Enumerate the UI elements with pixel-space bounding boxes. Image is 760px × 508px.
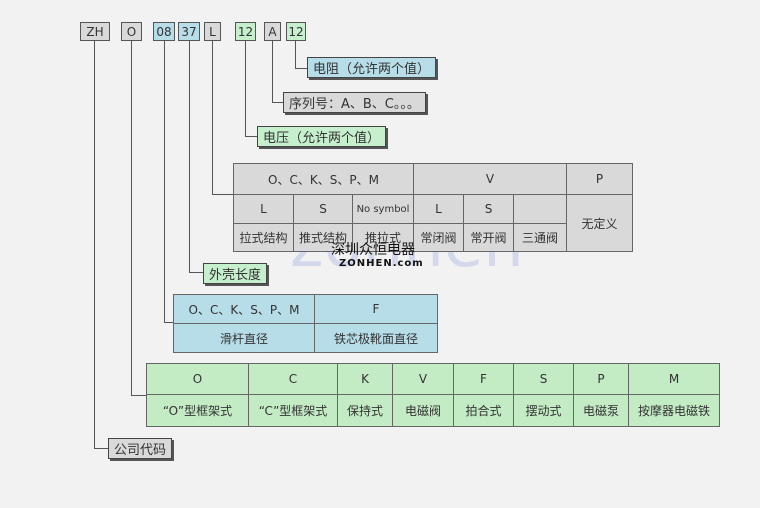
connector-line [131, 41, 132, 395]
valve-sub-l2: L [413, 194, 465, 224]
voltage-label: 电压（允许两个值） [257, 126, 387, 147]
connector-line [295, 41, 296, 68]
shaft-diameter-table: O、C、K、S、P、M F 滑杆直径 铁芯极靴面直径 [173, 294, 438, 353]
valve-header-ocksp: O、C、K、S、P、M [232, 163, 415, 195]
code-box-o: O [121, 22, 142, 41]
type-cell: 摆动式 [513, 394, 574, 427]
type-header: M [628, 363, 720, 395]
watermark-en-text: ZONHEN.com [339, 258, 424, 269]
type-cell: 电磁阀 [392, 394, 454, 427]
shaft-header-ocksp: O、C、K、S、P、M [173, 294, 315, 324]
type-header: K [337, 363, 393, 395]
code-box-l: L [204, 22, 221, 41]
valve-header-p: P [566, 163, 634, 195]
code-box-08: 08 [153, 22, 175, 41]
valve-sub-s2: S [463, 194, 515, 224]
valve-cell: 常闭阀 [413, 223, 465, 252]
connector-line [245, 41, 246, 136]
shaft-header-f: F [314, 294, 438, 324]
valve-cell: 拉式结构 [233, 223, 294, 252]
connector-line [295, 68, 307, 69]
shaft-cell: 铁芯极靴面直径 [314, 323, 438, 353]
type-header: C [248, 363, 338, 395]
type-cell: 保持式 [337, 394, 393, 427]
type-header: V [392, 363, 454, 395]
type-header: F [453, 363, 514, 395]
connector-line [164, 322, 174, 323]
type-cell: 拍合式 [453, 394, 514, 427]
code-box-a: A [264, 22, 281, 41]
type-header: P [573, 363, 629, 395]
connector-line [272, 41, 273, 102]
serial-number-label: 序列号：A、B、C。。。 [283, 92, 426, 113]
type-cell: “O”型框架式 [146, 394, 249, 427]
resistance-label: 电阻（允许两个值） [307, 57, 437, 78]
connector-line [245, 136, 257, 137]
code-box-resistance: 12 [286, 22, 306, 41]
type-header: S [513, 363, 574, 395]
valve-cell: 推拉式 [351, 223, 415, 252]
connector-line [94, 41, 95, 448]
watermark-cn-text: 深圳众恒电器 [331, 242, 415, 258]
type-table: O C K V F S P M “O”型框架式 “C”型框架式 保持式 电磁阀 … [146, 363, 720, 427]
valve-sub-empty [513, 194, 568, 224]
valve-cell: 常开阀 [463, 223, 515, 252]
connector-line [212, 194, 233, 195]
connector-line [272, 102, 283, 103]
type-cell: “C”型框架式 [248, 394, 338, 427]
type-cell: 按摩器电磁铁 [628, 394, 720, 427]
valve-cell: 三通阀 [513, 223, 568, 252]
valve-sub-s: S [293, 194, 353, 224]
type-cell: 电磁泵 [573, 394, 629, 427]
connector-line [189, 272, 203, 273]
valve-sub-nosymbol: No symbol [351, 194, 415, 224]
valve-header-v: V [413, 163, 568, 195]
valve-cell: 推式结构 [293, 223, 353, 252]
valve-structure-table: O、C、K、S、P、M V P L S No symbol L S 无定义 拉式… [232, 163, 634, 252]
connector-line [94, 448, 108, 449]
connector-line [212, 41, 213, 194]
shaft-cell: 滑杆直径 [173, 323, 315, 353]
code-box-voltage: 12 [235, 22, 256, 41]
code-box-37: 37 [178, 22, 200, 41]
type-header: O [146, 363, 249, 395]
valve-sub-l: L [233, 194, 294, 224]
company-code-label: 公司代码 [108, 438, 173, 459]
code-box-zh: ZH [80, 22, 110, 41]
valve-undefined-cell: 无定义 [566, 194, 634, 252]
connector-line [189, 41, 190, 272]
connector-line [164, 41, 165, 322]
shell-length-label: 外壳长度 [203, 263, 268, 284]
connector-line [131, 395, 146, 396]
